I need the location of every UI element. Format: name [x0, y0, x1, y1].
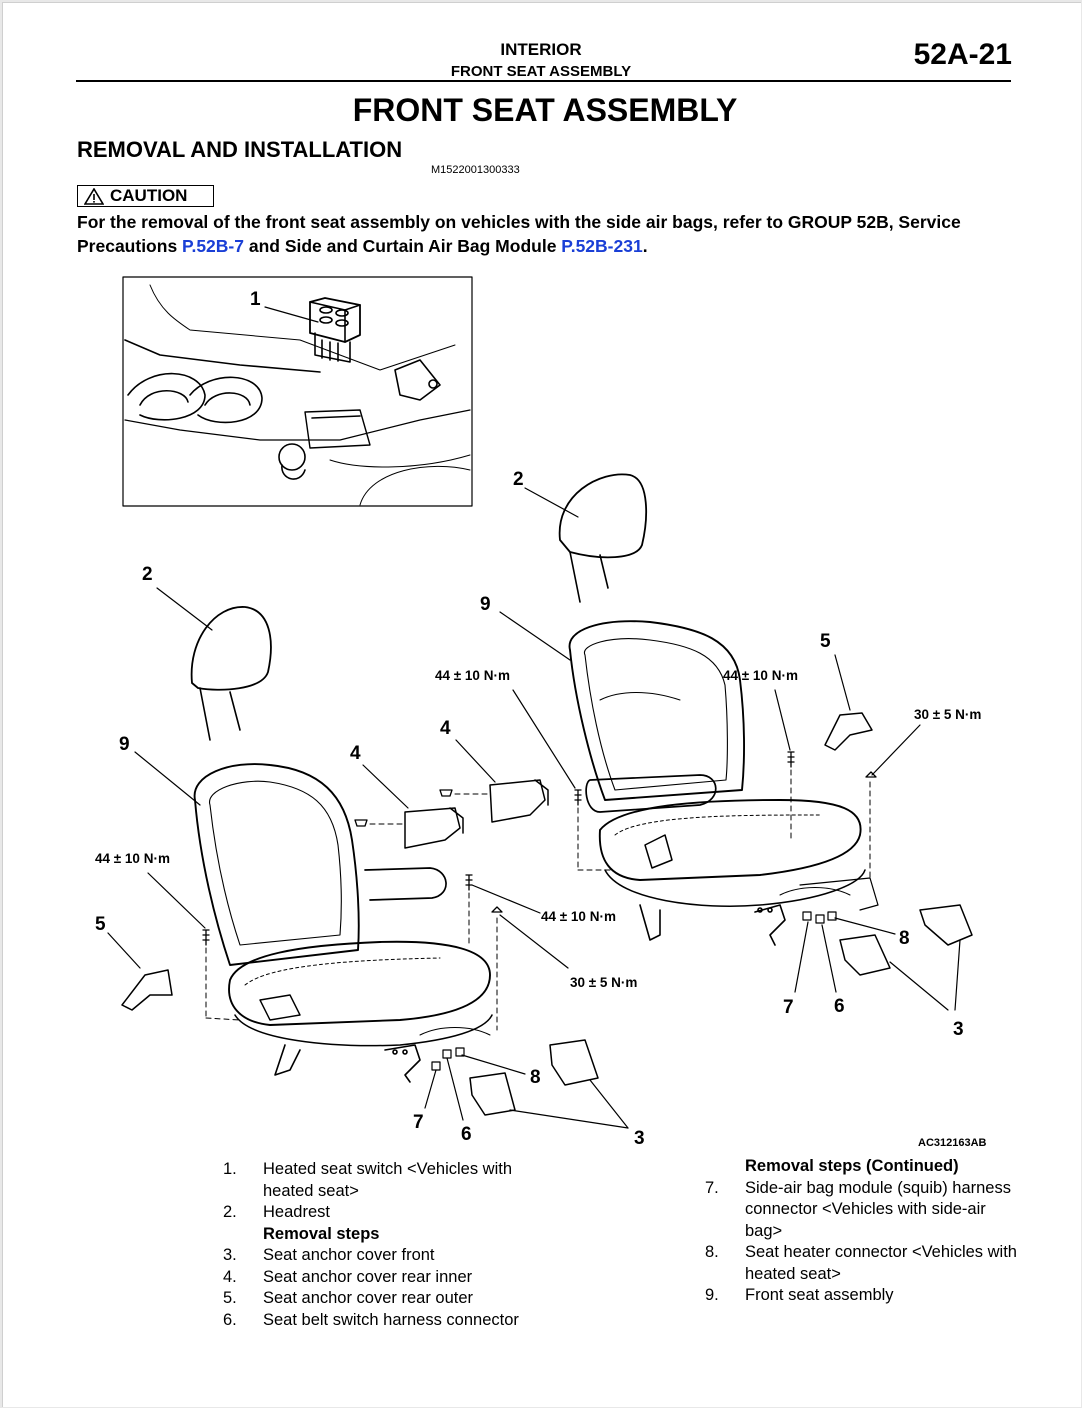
step-number: 4. — [223, 1267, 237, 1286]
callout-8: 8 — [530, 1067, 541, 1088]
leader-lines — [107, 611, 961, 1129]
callout-5: 5 — [820, 631, 831, 652]
step-text: Seat belt switch harness connector — [263, 1310, 519, 1329]
caution-label-box: CAUTION — [77, 185, 214, 207]
step-item: 2. Headrest — [223, 1202, 553, 1224]
caution-text-part: For the removal of the front seat assemb… — [77, 212, 961, 256]
step-number: 1. — [223, 1160, 237, 1178]
callout-7: 7 — [413, 1112, 424, 1133]
step-item: 4. Seat anchor cover rear inner — [223, 1267, 553, 1289]
callout-6: 6 — [461, 1124, 472, 1145]
torque-spec: 44 ± 10 N·m — [723, 668, 798, 683]
anchor-covers — [121, 712, 973, 1116]
step-text: Seat heater connector <Vehicles with hea… — [745, 1243, 1017, 1283]
torque-spec: 44 ± 10 N·m — [541, 909, 616, 924]
figure-reference: AC312163AB — [918, 1137, 987, 1149]
steps-heading: Removal steps (Continued) — [745, 1157, 959, 1175]
steps-list-right: Removal steps (Continued) 7. Side-air bag … — [705, 1156, 1025, 1307]
callout-3: 3 — [634, 1128, 645, 1149]
document-id: M1522001300333 — [431, 164, 520, 176]
callout-2: 2 — [142, 564, 153, 585]
seat-right — [568, 620, 879, 946]
warning-icon — [84, 187, 104, 205]
header-section: INTERIOR — [500, 40, 582, 59]
step-text: Side-air bag module (squib) harness conn… — [745, 1178, 1011, 1240]
step-item: 1. Heated seat switch <Vehicles with heat… — [223, 1159, 553, 1202]
caution-label: CAUTION — [110, 186, 188, 205]
step-item: 3. Seat anchor cover front — [223, 1245, 553, 1267]
callout-4: 4 — [350, 743, 361, 764]
callout-3: 3 — [953, 1019, 964, 1040]
link-p52b-7[interactable]: P.52B-7 — [182, 236, 244, 256]
callout-4: 4 — [440, 718, 451, 739]
console-inset — [122, 276, 473, 507]
step-text: Seat anchor cover front — [263, 1246, 435, 1264]
steps-heading: Removal steps — [263, 1224, 380, 1243]
callout-5: 5 — [95, 914, 106, 935]
torque-spec: 44 ± 10 N·m — [95, 851, 170, 866]
caution-text-part: . — [642, 236, 648, 256]
caution-text: For the removal of the front seat assemb… — [77, 210, 1017, 258]
callout-8: 8 — [899, 928, 910, 949]
step-number: 8. — [705, 1243, 719, 1261]
headrest-left — [156, 587, 272, 741]
headrest-right — [524, 473, 648, 603]
step-text: Front seat assembly — [745, 1286, 894, 1304]
callout-2: 2 — [513, 469, 524, 490]
callout-7: 7 — [783, 997, 794, 1018]
step-text: Heated seat switch <Vehicles with heated… — [263, 1160, 513, 1200]
inset-frame — [122, 276, 473, 507]
step-text: Headrest — [263, 1203, 330, 1221]
link-p52b-231[interactable]: P.52B-231 — [561, 236, 643, 256]
step-number: 7. — [705, 1178, 719, 1197]
steps-list-left: 1. Heated seat switch <Vehicles with heat… — [223, 1159, 553, 1331]
step-item: 5. Seat anchor cover rear outer — [223, 1288, 553, 1310]
step-text: Seat anchor cover rear outer — [263, 1289, 474, 1307]
header-subsection: FRONT SEAT ASSEMBLY — [450, 63, 632, 80]
callout-9: 9 — [480, 594, 491, 615]
step-item: 9. Front seat assembly — [705, 1285, 1025, 1307]
torque-spec: 30 ± 5 N·m — [914, 707, 981, 722]
torque-spec: 44 ± 10 N·m — [435, 668, 510, 683]
callout-6: 6 — [834, 996, 845, 1017]
step-number: 9. — [705, 1286, 719, 1304]
header-rule — [76, 80, 1011, 82]
step-item: 6. Seat belt switch harness connector — [223, 1310, 553, 1332]
callout-1: 1 — [250, 289, 261, 310]
step-number: 2. — [223, 1203, 237, 1221]
step-item: 8. Seat heater connector <Vehicles with h… — [705, 1242, 1025, 1285]
step-text: Seat anchor cover rear inner — [263, 1267, 473, 1286]
step-item: 7. Side-air bag module (squib) harness co… — [705, 1178, 1025, 1243]
step-number: 5. — [223, 1289, 237, 1307]
caution-text-part: and Side and Curtain Air Bag Module — [244, 236, 562, 256]
callout-9: 9 — [119, 734, 130, 755]
section-subtitle: REMOVAL AND INSTALLATION — [77, 137, 403, 162]
step-number: 6. — [223, 1310, 237, 1329]
page-title: FRONT SEAT ASSEMBLY — [352, 92, 738, 128]
step-number: 3. — [223, 1246, 237, 1264]
page-number: 52A-21 — [913, 38, 1012, 71]
torque-spec: 30 ± 5 N·m — [570, 975, 637, 990]
seat-left — [193, 763, 493, 1083]
